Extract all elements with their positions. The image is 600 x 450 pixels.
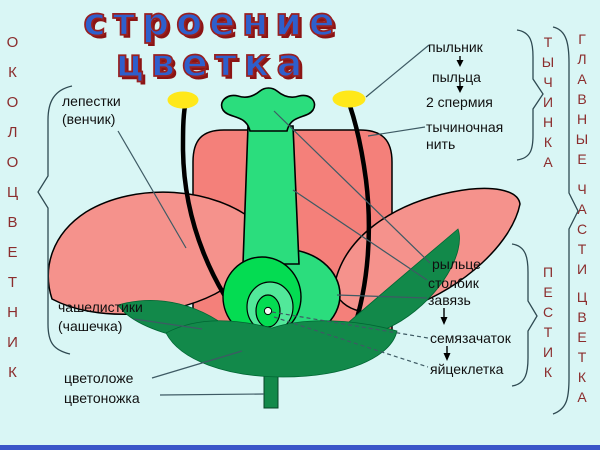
bottom-accent-bar: [0, 445, 600, 450]
line-stigma: [273, 110, 431, 264]
side-word-perianth: ОКОЛОЦВЕТНИК: [4, 34, 21, 394]
label-sperm: 2 спермия: [426, 94, 493, 110]
label-ovule: семязачаток: [430, 330, 511, 346]
brace-perianth: [37, 85, 73, 355]
line-style: [292, 189, 428, 281]
title-line-1: строение: [82, 0, 342, 44]
label-receptacle: цветоложе: [64, 370, 134, 386]
line-egg-dashed: [273, 316, 429, 368]
pistil-style: [242, 125, 300, 265]
line-petals: [117, 130, 187, 249]
line-receptacle: [151, 350, 243, 379]
egg-cell-dot: [263, 306, 273, 316]
label-anther: пыльник: [428, 39, 483, 55]
line-filament: [367, 126, 426, 137]
anther-left: [167, 91, 199, 109]
side-word-pistil: ПЕСТИК: [540, 264, 556, 384]
side-word-stamen: ТЫЧИНКА: [540, 34, 556, 174]
label-egg: яйцеклетка: [430, 361, 504, 377]
pistil-stigma: [220, 87, 316, 132]
label-style: столбик: [428, 275, 479, 291]
line-ovary: [336, 294, 428, 299]
label-stigma: рыльце: [432, 256, 481, 272]
label-ovary: завязь: [428, 292, 471, 308]
label-sepals: чашелистики (чашечка): [58, 299, 143, 334]
label-pedicel: цветоножка: [64, 390, 140, 406]
label-petals: лепестки (венчик): [62, 93, 121, 127]
label-pollen: пыльца: [432, 69, 481, 85]
leader-lines: [117, 44, 431, 396]
stamen-filament-right: [347, 105, 372, 332]
side-word-main-parts-2: ЧАСТИ: [574, 181, 590, 281]
receptacle-bowl: [165, 320, 398, 378]
line-pedicel: [159, 393, 265, 396]
line-ovule-dashed: [271, 311, 429, 339]
page-title: строение цветка: [55, 0, 370, 85]
side-word-main-parts-1: ГЛАВНЫЕ: [574, 31, 590, 171]
anther-right: [332, 90, 366, 108]
brace-stamen: [516, 29, 544, 161]
braces: [37, 26, 579, 415]
side-word-main-parts-3: ЦВЕТКА: [574, 289, 590, 409]
brace-main-parts: [552, 26, 579, 415]
label-filament: тычиночная нить: [426, 119, 504, 152]
brace-pistil: [511, 243, 538, 387]
title-line-2: цветка: [115, 41, 310, 85]
line-sepals: [133, 318, 203, 330]
line-anther: [365, 44, 430, 98]
flow-arrows: [440, 56, 464, 361]
